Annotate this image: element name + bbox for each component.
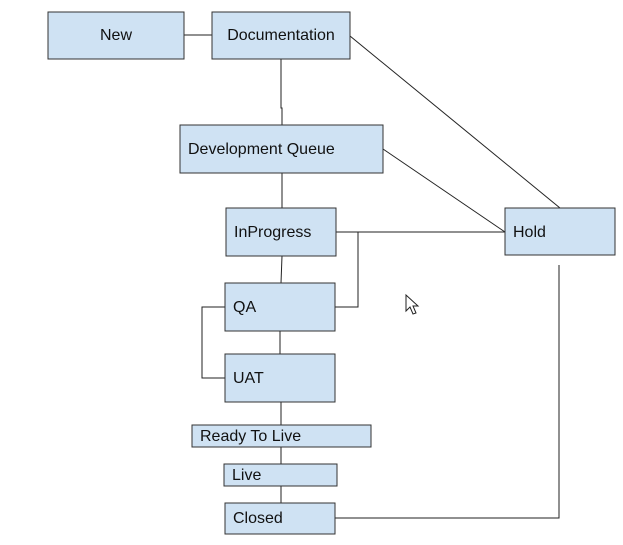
node-uat-label: UAT — [233, 370, 264, 387]
node-hold: Hold — [504, 207, 616, 256]
node-new-box — [47, 11, 185, 60]
node-closed-label: Closed — [233, 510, 283, 527]
node-development-queue-label: Development Queue — [188, 141, 335, 158]
node-documentation-label: Documentation — [227, 27, 335, 44]
mouse-pointer-icon — [405, 293, 420, 315]
connectors — [184, 34, 561, 519]
node-qa-box — [224, 282, 336, 332]
node-development-queue: Development Queue — [179, 124, 384, 174]
node-ready-to-live-box — [191, 424, 372, 448]
edge-documentation-hold — [349, 35, 561, 209]
node-live-box — [223, 463, 338, 487]
node-in-progress-label: InProgress — [234, 224, 311, 241]
node-closed: Closed — [224, 502, 336, 535]
node-hold-label: Hold — [513, 224, 546, 241]
edge-qa-uat — [201, 306, 225, 379]
node-new-label: New — [100, 27, 132, 44]
node-uat: UAT — [224, 353, 336, 403]
node-new: New — [47, 11, 185, 60]
node-live-label: Live — [232, 467, 261, 484]
node-hold-box — [504, 207, 616, 256]
edge-documentation-development-queue — [280, 59, 283, 125]
node-live: Live — [223, 463, 338, 487]
node-development-queue-box — [179, 124, 384, 174]
node-qa-label: QA — [233, 299, 256, 316]
node-qa: QA — [224, 282, 336, 332]
node-closed-box — [224, 502, 336, 535]
edge-in-progress-qa — [280, 255, 283, 284]
node-documentation: Documentation — [211, 11, 351, 60]
node-uat-box — [224, 353, 336, 403]
node-in-progress-box — [225, 207, 337, 257]
node-documentation-box — [211, 11, 351, 60]
node-in-progress: InProgress — [225, 207, 337, 257]
edge-qa-hold — [335, 232, 359, 308]
edge-development-queue-hold — [382, 148, 506, 233]
node-ready-to-live-label: Ready To Live — [200, 428, 301, 445]
node-ready-to-live: Ready To Live — [191, 424, 372, 448]
edge-hold-closed — [335, 265, 560, 519]
